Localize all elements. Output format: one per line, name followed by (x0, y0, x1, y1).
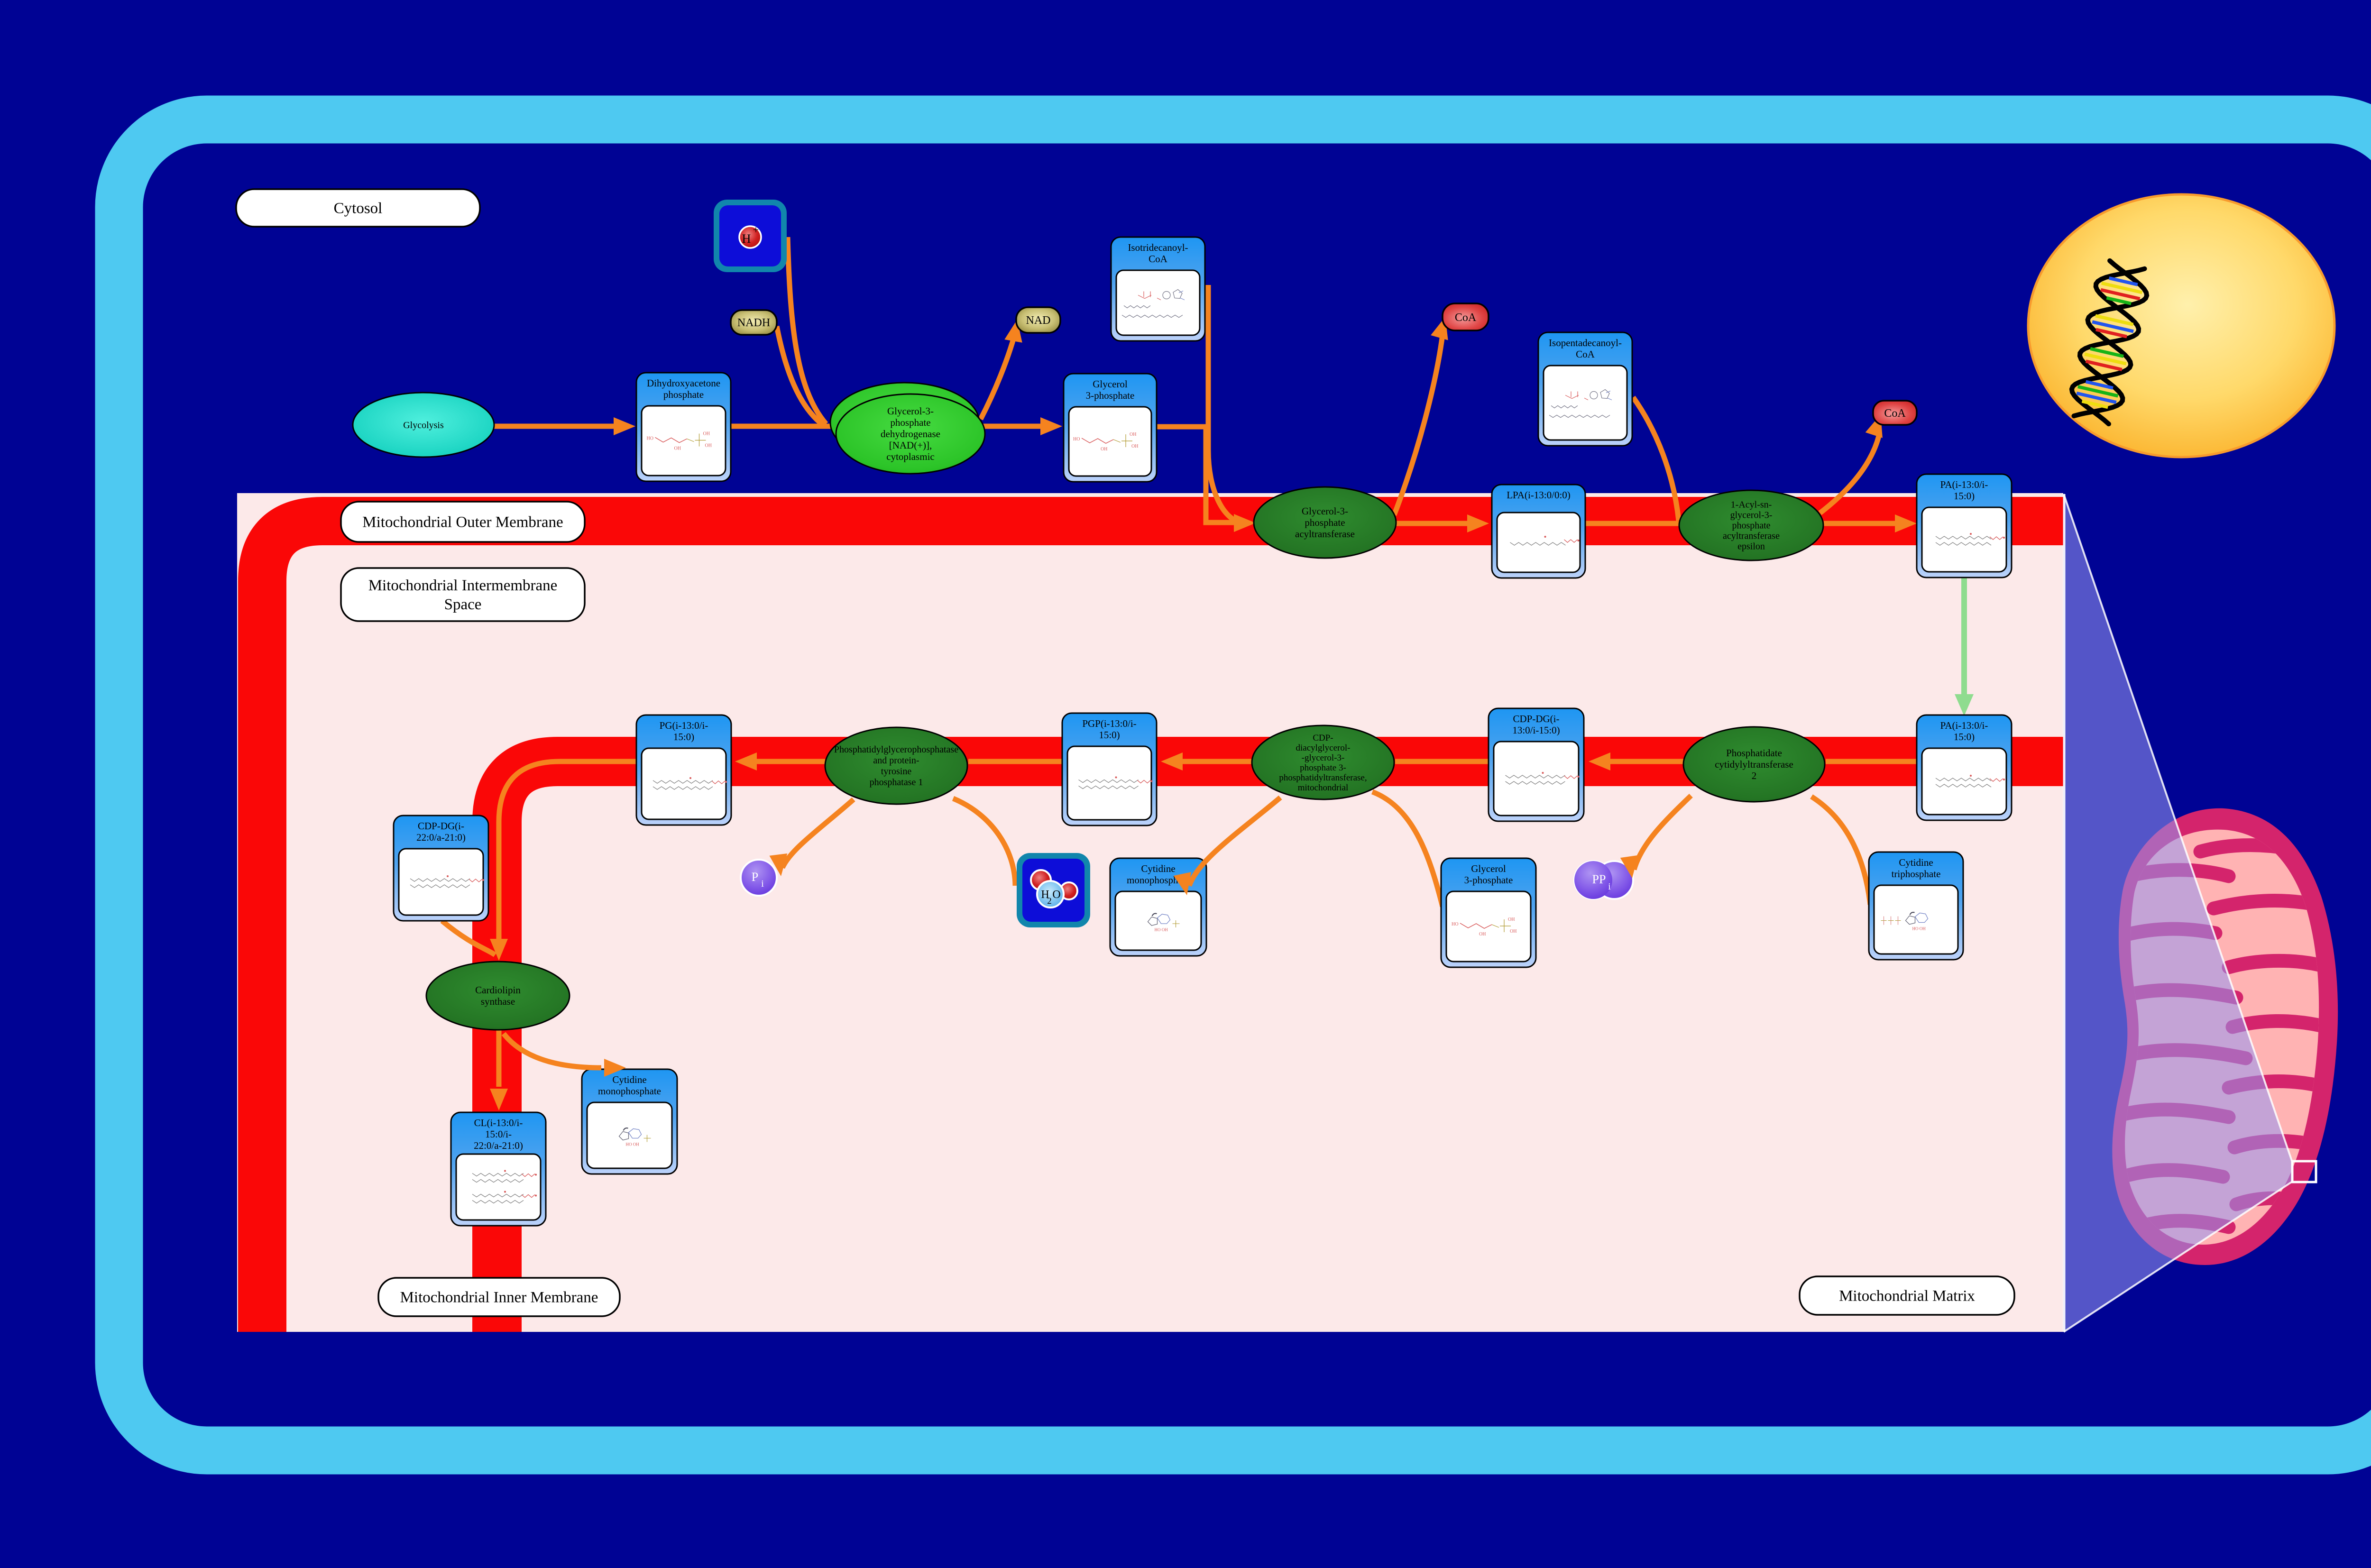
svg-text:Cardiolipin: Cardiolipin (475, 984, 521, 996)
svg-text:P: P (752, 870, 758, 884)
svg-text:acyltransferase: acyltransferase (1723, 531, 1780, 541)
svg-text:phosphate: phosphate (663, 389, 704, 400)
svg-text:OH: OH (1131, 444, 1138, 449)
svg-text:OH: OH (674, 446, 681, 451)
svg-text:Cytosol: Cytosol (334, 200, 383, 217)
svg-text:dehydrogenase: dehydrogenase (881, 428, 940, 440)
svg-text:Mitochondrial Outer Membrane: Mitochondrial Outer Membrane (362, 514, 563, 531)
svg-text:Mitochondrial Matrix: Mitochondrial Matrix (1839, 1288, 1975, 1305)
svg-text:CL(i-13:0/i-: CL(i-13:0/i- (474, 1117, 523, 1128)
svg-text:13:0/i-15:0): 13:0/i-15:0) (1512, 724, 1560, 736)
svg-text:[NAD(+)],: [NAD(+)], (889, 440, 932, 451)
svg-text:mitochondrial: mitochondrial (1298, 783, 1349, 793)
svg-text:3-phosphate: 3-phosphate (1464, 874, 1513, 886)
svg-text:HO: HO (647, 436, 653, 441)
svg-text:cytidylyltransferase: cytidylyltransferase (1715, 759, 1793, 770)
svg-text:1-Acyl-sn-: 1-Acyl-sn- (1731, 500, 1772, 510)
svg-text:HO: HO (1073, 437, 1080, 442)
svg-text:PA(i-13:0/i-: PA(i-13:0/i- (1940, 720, 1988, 731)
svg-text:HO OH: HO OH (1912, 926, 1926, 931)
svg-text:Glycolysis: Glycolysis (403, 420, 444, 431)
svg-text:Cytidine: Cytidine (1899, 857, 1933, 868)
svg-text:tyrosine: tyrosine (881, 766, 912, 777)
svg-text:PGP(i-13:0/i-: PGP(i-13:0/i- (1082, 718, 1136, 729)
svg-text:15:0/i-: 15:0/i- (485, 1128, 512, 1140)
svg-text:phosphatase 1: phosphatase 1 (870, 777, 923, 788)
svg-text:Isopentadecanoyl-: Isopentadecanoyl- (1549, 337, 1622, 348)
svg-text:15:0): 15:0) (673, 731, 694, 743)
svg-text:Glycerol-3-: Glycerol-3- (1302, 505, 1348, 517)
svg-text:CDP-: CDP- (1313, 733, 1333, 743)
svg-text:LPA(i-13:0/0:0): LPA(i-13:0/0:0) (1507, 489, 1571, 501)
svg-text:PA(i-13:0/i-: PA(i-13:0/i- (1940, 479, 1988, 490)
svg-text:CoA: CoA (1576, 348, 1595, 360)
svg-text:22:0/a-21:0): 22:0/a-21:0) (474, 1140, 523, 1151)
svg-text:epsilon: epsilon (1737, 541, 1765, 552)
svg-text:phosphatidyltransferase,: phosphatidyltransferase, (1279, 773, 1367, 783)
svg-text:22:0/a-21:0): 22:0/a-21:0) (416, 832, 466, 843)
svg-text:Phosphatidylglycerophosphatase: Phosphatidylglycerophosphatase (834, 744, 958, 755)
svg-text:2: 2 (1752, 770, 1757, 781)
svg-text:HO: HO (1452, 922, 1458, 927)
svg-text:NAD: NAD (1026, 314, 1051, 327)
svg-text:CoA: CoA (1884, 407, 1906, 420)
svg-text:Cytidine: Cytidine (1141, 863, 1175, 874)
svg-text:OH: OH (1101, 447, 1107, 452)
svg-text:2: 2 (1047, 896, 1052, 906)
svg-text:15:0): 15:0) (1099, 729, 1120, 741)
svg-text:Glycerol: Glycerol (1093, 378, 1128, 390)
svg-text:H: H (742, 232, 751, 246)
svg-text:Mitochondrial Inner Membrane: Mitochondrial Inner Membrane (400, 1289, 598, 1306)
svg-text:CoA: CoA (1455, 312, 1477, 324)
svg-text:Isotridecanoyl-: Isotridecanoyl- (1128, 242, 1188, 253)
svg-text:HO OH: HO OH (1155, 927, 1168, 932)
svg-text:15:0): 15:0) (1954, 731, 1975, 743)
svg-text:Dihydroxyacetone: Dihydroxyacetone (647, 377, 720, 389)
svg-text:cytoplasmic: cytoplasmic (886, 451, 934, 462)
svg-text:Glycerol: Glycerol (1471, 863, 1506, 874)
svg-text:H: H (1041, 889, 1049, 901)
svg-text:PG(i-13:0/i-: PG(i-13:0/i- (660, 720, 708, 731)
svg-text:+: + (753, 224, 759, 236)
svg-text:phosphate: phosphate (1305, 517, 1345, 528)
svg-text:glycerol-3-: glycerol-3- (1730, 510, 1773, 521)
svg-text:Glycerol-3-: Glycerol-3- (887, 405, 934, 417)
svg-text:OH: OH (1479, 932, 1486, 937)
svg-text:O: O (1052, 889, 1060, 901)
svg-text:Mitochondrial Intermembrane: Mitochondrial Intermembrane (368, 577, 558, 594)
svg-text:OH: OH (703, 431, 710, 437)
svg-text:OH: OH (705, 443, 712, 449)
svg-text:Space: Space (444, 596, 482, 613)
svg-text:15:0): 15:0) (1954, 490, 1975, 502)
svg-text:phosphate: phosphate (1732, 521, 1770, 531)
svg-text:triphosphate: triphosphate (1892, 868, 1941, 880)
svg-text:3-phosphate: 3-phosphate (1086, 390, 1135, 401)
svg-text:PP: PP (1592, 872, 1606, 886)
svg-text:OH: OH (1130, 432, 1136, 437)
svg-text:i: i (1608, 881, 1611, 892)
svg-text:CDP-DG(i-: CDP-DG(i- (1513, 713, 1560, 724)
svg-text:CDP-DG(i-: CDP-DG(i- (418, 820, 464, 832)
svg-text:monophosphate: monophosphate (598, 1085, 661, 1097)
svg-text:-glycerol-3-: -glycerol-3- (1302, 753, 1345, 763)
svg-text:and protein-: and protein- (873, 755, 919, 766)
svg-text:CoA: CoA (1149, 253, 1168, 265)
svg-text:NADH: NADH (737, 317, 770, 329)
svg-text:phosphate: phosphate (890, 417, 930, 428)
svg-text:diacylglycerol-: diacylglycerol- (1296, 743, 1350, 753)
svg-text:Phosphatidate: Phosphatidate (1726, 747, 1782, 759)
svg-text:synthase: synthase (481, 996, 515, 1007)
svg-text:OH: OH (1508, 917, 1515, 922)
svg-text:acyltransferase: acyltransferase (1295, 528, 1355, 540)
svg-text:i: i (761, 879, 764, 889)
svg-text:HO OH: HO OH (626, 1142, 640, 1147)
svg-text:Cytidine: Cytidine (612, 1074, 646, 1085)
svg-text:phosphate 3-: phosphate 3- (1300, 763, 1346, 773)
svg-text:OH: OH (1510, 929, 1516, 934)
